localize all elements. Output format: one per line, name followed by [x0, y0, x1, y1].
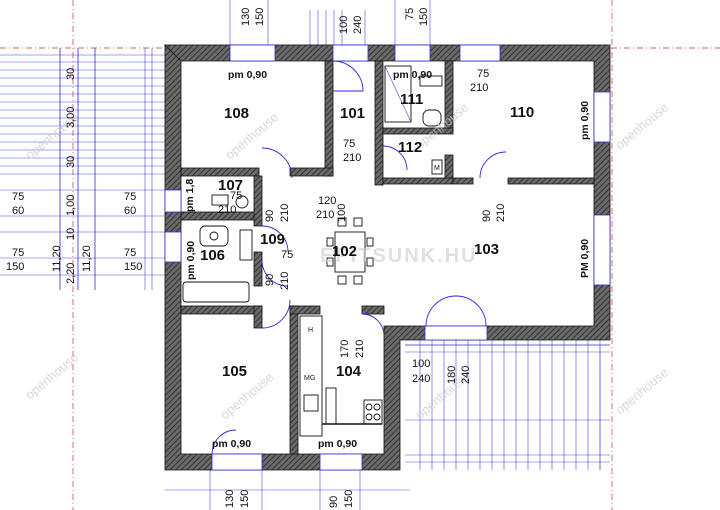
dim-109-210: 210 — [279, 204, 291, 222]
dim-106-210: 210 — [279, 272, 291, 290]
dim-110-210: 210 — [470, 82, 488, 94]
pm-111: pm 0,90 — [393, 69, 432, 81]
dim-terrace-100: 100 — [412, 358, 430, 370]
left-dimension-lines — [0, 48, 165, 290]
dim-w2-150a: 150 — [6, 261, 24, 273]
dim-left-30a: 30 — [65, 68, 77, 80]
dim-w2-75a: 75 — [12, 247, 24, 259]
dim-top-150: 150 — [254, 8, 266, 26]
dim-terrace-180: 180 — [446, 366, 458, 384]
pm-107: pm 1,8 — [184, 179, 196, 212]
dim-left-10: 10 — [65, 228, 77, 240]
pm-103: PM 0,90 — [579, 239, 591, 278]
dim-bot-150b: 150 — [343, 490, 355, 508]
room-112-label: 112 — [398, 139, 422, 156]
dim-102-210: 210 — [316, 209, 334, 221]
dim-terrace-240: 240 — [412, 373, 430, 385]
dim-terrace-240b: 240 — [460, 366, 472, 384]
room-107-label: 107 — [218, 177, 243, 194]
watermark-site: EPITSUNK.HU — [320, 245, 478, 267]
dimension-labels: 130 150 100 240 75 150 75 210 75 210 75 … — [6, 8, 507, 508]
dim-top-75: 75 — [404, 8, 416, 20]
dim-left-30b: 30 — [65, 156, 77, 168]
microwave-label: MG — [304, 375, 315, 382]
room-109-label: 109 — [260, 231, 285, 248]
exterior-walls — [164, 44, 611, 471]
room-108-label: 108 — [224, 105, 249, 122]
dim-w2-75b: 75 — [124, 247, 136, 259]
pm-105: pm 0,90 — [212, 438, 251, 450]
room-101-label: 101 — [340, 105, 365, 122]
openings — [164, 44, 611, 471]
dim-104-170: 170 — [339, 340, 351, 358]
dim-left-1120a: 11,20 — [51, 245, 63, 272]
pm-104: pm 0,90 — [318, 438, 357, 450]
dim-w1-75b: 75 — [124, 191, 136, 203]
interior-walls — [180, 60, 595, 455]
wc-label: M — [434, 165, 440, 172]
dim-left-220: 2,20 — [65, 263, 77, 284]
fixtures: M H MG — [182, 65, 443, 437]
dim-112-210: 210 — [343, 152, 361, 164]
dim-102-120: 120 — [318, 195, 336, 207]
dim-106-75: 75 — [281, 249, 293, 261]
fridge-label: H — [308, 327, 313, 334]
room-103-label: 103 — [474, 241, 499, 258]
dim-bot-90: 90 — [328, 496, 340, 508]
dim-w2-150b: 150 — [124, 261, 142, 273]
room-notes: pm 0,90 pm 0,90 pm 0,90 pm 1,8 pm 0,90 P… — [184, 69, 591, 450]
watermark-openhouse-5: openhouse — [22, 349, 81, 402]
dim-bot-130: 130 — [224, 490, 236, 508]
room-104-label: 104 — [336, 363, 362, 380]
room-111-label: 111 — [400, 91, 423, 108]
room-105-label: 105 — [222, 363, 247, 380]
room-102-label: 102 — [332, 243, 357, 260]
watermark-openhouse-4: openhouse — [612, 99, 671, 152]
dim-left-1120b: 11,20 — [81, 245, 93, 272]
pm-108: pm 0,90 — [228, 69, 267, 81]
dim-102-100: 100 — [336, 204, 348, 222]
dim-103-210: 210 — [495, 204, 507, 222]
dim-top-240: 240 — [352, 16, 364, 34]
dim-top-100: 100 — [338, 16, 350, 34]
dim-left-300: 3,00 — [65, 107, 77, 128]
room-106-label: 106 — [200, 247, 225, 264]
watermark-openhouse-8: openhouse — [612, 364, 671, 417]
terrace — [405, 340, 610, 470]
dim-107-75: 75 — [230, 190, 242, 202]
doors — [211, 60, 507, 455]
dim-w1-75a: 75 — [12, 191, 24, 203]
dim-107-210: 210 — [218, 204, 236, 216]
dim-top-150b: 150 — [418, 8, 430, 26]
dim-bot-150: 150 — [239, 490, 251, 508]
room-110-label: 110 — [510, 104, 534, 121]
dim-110-75: 75 — [477, 68, 489, 80]
dim-109-90: 90 — [264, 210, 276, 222]
dim-104-210: 210 — [354, 340, 366, 358]
dim-112-75: 75 — [343, 138, 355, 150]
dim-w1-60b: 60 — [124, 205, 136, 217]
dim-top-130: 130 — [240, 8, 252, 26]
pm-110: pm 0,90 — [579, 101, 591, 140]
dim-left-100: 1,00 — [65, 195, 77, 216]
dim-103-90: 90 — [481, 210, 493, 222]
pm-106: pm 0,90 — [185, 241, 197, 280]
dim-106-90: 90 — [264, 274, 276, 286]
dim-w1-60a: 60 — [12, 205, 24, 217]
room-labels: 108 101 111 110 112 107 109 106 102 103 … — [200, 91, 534, 380]
